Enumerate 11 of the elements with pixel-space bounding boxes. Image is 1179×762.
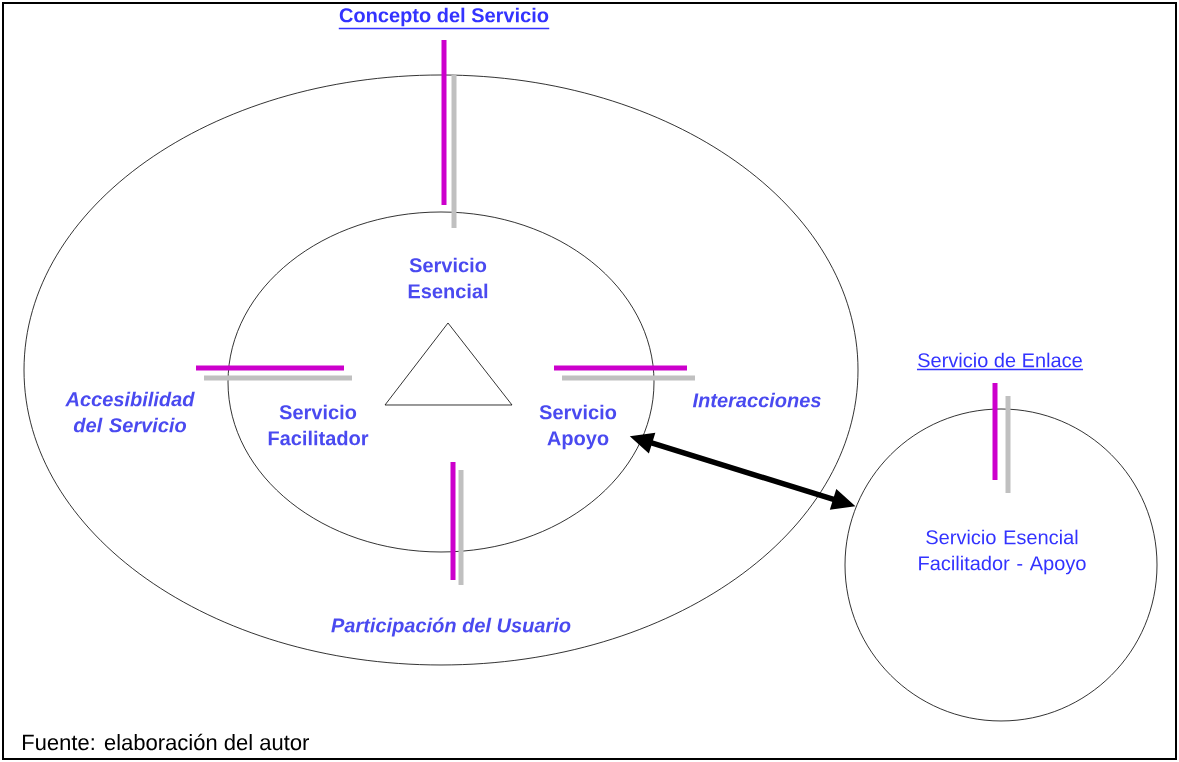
heading: Concepto del Servicio	[338, 7, 550, 30]
dimension-label: Participación del Usuario	[331, 617, 571, 637]
service-label: Servicio Facilitador	[268, 404, 369, 446]
caption: Fuente: elaboración del autor	[23, 733, 309, 751]
triangle	[384, 322, 513, 406]
dimension-label: Interacciones	[692, 392, 821, 408]
service-label: Servicio Esencial Facilitador - Apoyo	[919, 529, 1086, 575]
service-label: Servicio Apoyo	[539, 404, 617, 450]
service-label: Servicio Esencial	[408, 257, 488, 299]
heading: Servicio de Enlace	[916, 352, 1084, 371]
dimension-label: Accesibilidad del Servicio	[65, 391, 195, 433]
